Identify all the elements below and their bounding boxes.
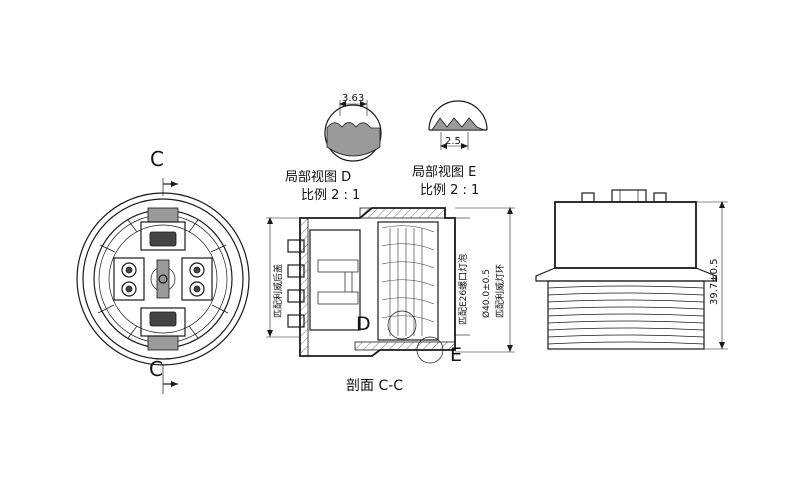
side-view: 39.7±0.5 — [535, 189, 728, 350]
rim-bottom-hatch — [354, 341, 456, 351]
ring-label: 匹配利威灯环 — [494, 264, 506, 318]
terminal-right-pin-1 — [193, 266, 201, 274]
terminal-right-hole-2 — [189, 281, 205, 297]
detail-d-scale: 比例 2 : 1 — [301, 188, 360, 203]
top-tab-2 — [611, 189, 647, 203]
left-label: 匹配利威后盖 — [272, 264, 284, 318]
thread-label: 匹配E26螺口灯泡 — [457, 254, 469, 325]
detail-d-thread-profile — [326, 122, 381, 157]
thread-coils — [381, 225, 435, 336]
pin-2 — [287, 264, 305, 278]
pin-1 — [287, 239, 305, 253]
outer-ring-inner — [82, 198, 244, 360]
contact-housing-bottom — [140, 307, 186, 337]
detail-e-mark: E — [450, 344, 462, 366]
contact-bottom — [149, 311, 177, 327]
pin-4 — [287, 314, 305, 328]
terminal-right-hole-1 — [189, 262, 205, 278]
rim-top-hatch — [359, 207, 446, 219]
terminal-right — [181, 257, 213, 301]
terminal-left-pin-2 — [125, 285, 133, 293]
detail-e-dimension: 2.5 — [445, 136, 461, 147]
terminal-right-pin-2 — [193, 285, 201, 293]
detail-d-circle — [324, 104, 382, 162]
top-tab-3 — [653, 192, 667, 203]
section-mark-bottom: C — [149, 357, 163, 381]
center-hole — [158, 274, 168, 284]
terminal-left — [113, 257, 145, 301]
wall-left-hatch — [299, 217, 309, 357]
thread-region — [377, 221, 439, 341]
height-label: 39.7±0.5 — [709, 258, 720, 305]
center-bar — [156, 259, 170, 299]
section-caption: 剖面 C-C — [346, 378, 403, 394]
side-flange — [535, 267, 717, 282]
section-mark-top: C — [150, 147, 164, 171]
latch-bottom — [147, 335, 179, 351]
side-body — [554, 201, 697, 269]
outer-ring — [76, 192, 250, 366]
front-view: C C — [76, 147, 250, 394]
top-tab-1 — [581, 192, 595, 203]
detail-e-title: 局部视图 E — [412, 165, 476, 180]
detail-d-marker — [387, 310, 417, 340]
detail-e-scale: 比例 2 : 1 — [420, 183, 479, 198]
detail-e-thread-profile — [431, 117, 485, 131]
radial-ribs — [97, 219, 229, 339]
contact-top — [149, 231, 177, 247]
side-thread — [547, 280, 705, 350]
detail-d-view: 3.63 局部视图 D 比例 2 : 1 — [285, 93, 382, 203]
latch-top — [147, 207, 179, 223]
detail-e-marker — [416, 336, 444, 364]
terminal-left-hole-2 — [121, 281, 137, 297]
contact-arm-1 — [317, 259, 359, 273]
section-view: 匹配利威后盖 — [266, 207, 515, 394]
cavity-ring — [108, 224, 218, 334]
detail-d-mark: D — [356, 313, 371, 335]
diameter-label: Ø40.0±0.5 — [481, 269, 492, 318]
terminal-left-hole-1 — [121, 262, 137, 278]
detail-d-title: 局部视图 D — [285, 170, 351, 185]
side-thread-body — [547, 280, 705, 350]
contact-housing-top — [140, 221, 186, 251]
detail-e-view: 2.5 局部视图 E 比例 2 : 1 — [412, 100, 488, 198]
contact-arm-2 — [317, 291, 359, 305]
detail-e-arc — [428, 100, 488, 131]
terminal-left-pin-1 — [125, 266, 133, 274]
detail-d-dimension: 3.63 — [342, 93, 364, 104]
pin-3 — [287, 289, 305, 303]
inner-block — [309, 229, 361, 331]
